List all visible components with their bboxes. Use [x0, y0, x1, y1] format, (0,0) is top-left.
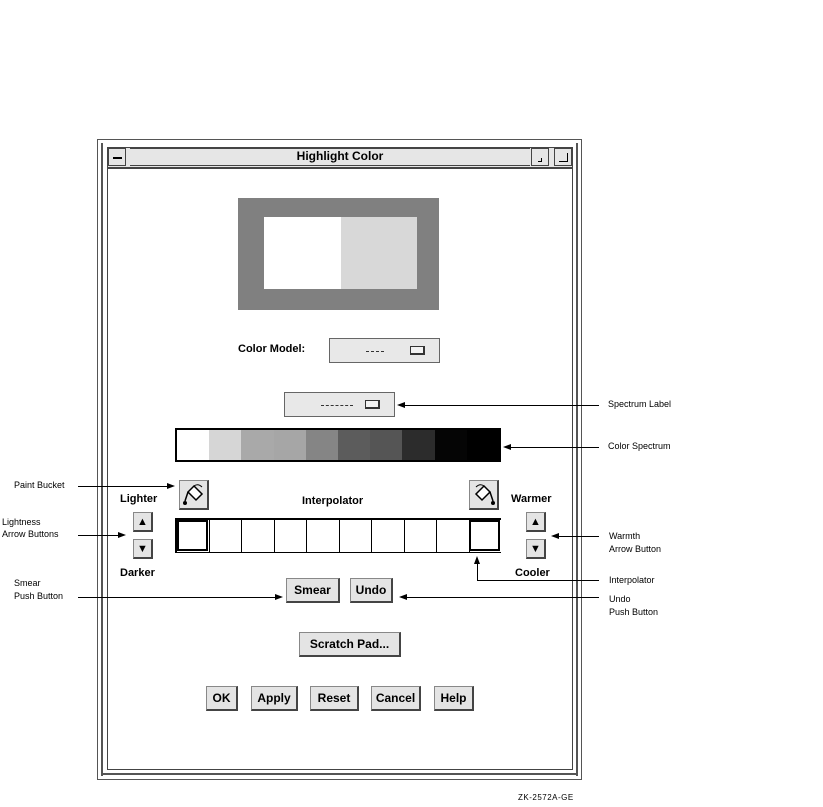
callout-line [406, 597, 599, 598]
new-color-swatch [341, 217, 417, 289]
spectrum-cell[interactable] [177, 430, 210, 460]
interpolator-label: Interpolator [302, 495, 364, 507]
callout-line [402, 405, 599, 406]
annotation-spectrum-label: Spectrum Label [608, 399, 672, 409]
warmer-arrow-button[interactable]: ▲ [526, 512, 546, 532]
original-color-swatch [264, 217, 341, 289]
up-arrow-icon: ▲ [137, 516, 148, 528]
spectrum-cell[interactable] [241, 430, 274, 460]
undo-button[interactable]: Undo [350, 578, 393, 603]
annotation-color-spectrum: Color Spectrum [608, 441, 671, 451]
spectrum-cell[interactable] [402, 430, 435, 460]
right-paint-bucket-button[interactable] [469, 480, 499, 510]
title-bar[interactable] [107, 147, 573, 168]
window-menu-icon [113, 157, 122, 159]
window-title: Highlight Color [296, 149, 384, 163]
iconify-button[interactable] [531, 148, 549, 166]
iconify-icon [538, 158, 542, 162]
spectrum-cell[interactable] [209, 430, 242, 460]
callout-line [558, 536, 599, 537]
darker-arrow-button[interactable]: ▼ [133, 539, 153, 559]
cancel-button[interactable]: Cancel [371, 686, 421, 711]
annotation-undo-2: Push Button [609, 607, 659, 617]
paint-bucket-icon [183, 484, 204, 505]
interpolator-cell[interactable] [436, 520, 469, 552]
callout-arrowhead [474, 556, 480, 564]
spectrum-label-option-menu[interactable] [284, 392, 395, 417]
callout-line [78, 535, 118, 536]
cooler-arrow-button[interactable]: ▼ [526, 539, 546, 559]
down-arrow-icon: ▼ [137, 543, 148, 555]
spectrum-cell[interactable] [338, 430, 371, 460]
smear-button[interactable]: Smear [286, 578, 340, 603]
left-paint-bucket-button[interactable] [179, 480, 209, 510]
reset-button[interactable]: Reset [310, 686, 359, 711]
spectrum-cell[interactable] [466, 430, 500, 460]
annotation-lightness-2: Arrow Buttons [2, 529, 59, 539]
callout-line [78, 486, 168, 487]
down-arrow-icon: ▼ [530, 543, 541, 555]
callout-arrowhead [551, 533, 559, 539]
callout-arrowhead [118, 532, 126, 538]
annotation-smear-1: Smear [14, 578, 41, 588]
interpolator-end-swatch[interactable] [469, 520, 500, 551]
option-value-placeholder [321, 405, 353, 407]
callout-arrowhead [399, 594, 407, 600]
interpolator-cell[interactable] [241, 520, 274, 552]
interpolator-cell[interactable] [273, 520, 306, 552]
paint-bucket-icon [474, 484, 495, 505]
callout-line [477, 580, 599, 581]
frame-border-left [101, 143, 103, 776]
maximize-button[interactable] [554, 148, 572, 166]
interpolator-cell[interactable] [403, 520, 436, 552]
annotation-undo-1: Undo [609, 594, 631, 604]
apply-button[interactable]: Apply [251, 686, 298, 711]
callout-arrowhead [167, 483, 175, 489]
figure-id: ZK-2572A-GE [518, 793, 574, 802]
spectrum-cell[interactable] [370, 430, 403, 460]
interpolator-cell[interactable] [208, 520, 241, 552]
option-menu-indicator-icon [410, 346, 425, 355]
help-button[interactable]: Help [434, 686, 474, 711]
lighter-arrow-button[interactable]: ▲ [133, 512, 153, 532]
color-model-label: Color Model: [238, 343, 306, 355]
darker-label: Darker [120, 567, 155, 579]
color-spectrum[interactable] [175, 428, 501, 462]
scratch-pad-button[interactable]: Scratch Pad... [299, 632, 401, 657]
annotation-paint-bucket: Paint Bucket [14, 480, 65, 490]
ok-button[interactable]: OK [206, 686, 238, 711]
annotation-warmth-1: Warmth [609, 531, 641, 541]
spectrum-cell[interactable] [305, 430, 339, 460]
spectrum-cell[interactable] [434, 430, 467, 460]
maximize-icon [559, 153, 568, 162]
callout-arrowhead [503, 444, 511, 450]
annotation-smear-2: Push Button [14, 591, 64, 601]
cooler-label: Cooler [515, 567, 550, 579]
interpolator-cell[interactable] [338, 520, 371, 552]
interpolator-start-swatch[interactable] [177, 520, 208, 551]
annotation-interpolator: Interpolator [609, 575, 655, 585]
callout-line [510, 447, 599, 448]
interpolator[interactable] [175, 518, 501, 553]
window-menu-button[interactable] [108, 148, 126, 166]
option-menu-indicator-icon [365, 400, 380, 409]
frame-border-bottom [101, 773, 578, 775]
callout-arrowhead [275, 594, 283, 600]
color-model-option-menu[interactable] [329, 338, 440, 363]
interpolator-cell[interactable] [371, 520, 404, 552]
callout-line [78, 597, 275, 598]
annotation-warmth-2: Arrow Button [609, 544, 662, 554]
title-drag-area[interactable] [130, 148, 530, 166]
interpolator-cell[interactable] [306, 520, 339, 552]
warmer-label: Warmer [511, 493, 552, 505]
spectrum-cell[interactable] [273, 430, 306, 460]
up-arrow-icon: ▲ [530, 516, 541, 528]
frame-border-right [576, 143, 578, 776]
annotation-lightness-1: Lightness [2, 517, 41, 527]
callout-line [477, 563, 478, 581]
lighter-label: Lighter [120, 493, 158, 505]
option-value-placeholder [366, 351, 384, 353]
callout-arrowhead [397, 402, 405, 408]
